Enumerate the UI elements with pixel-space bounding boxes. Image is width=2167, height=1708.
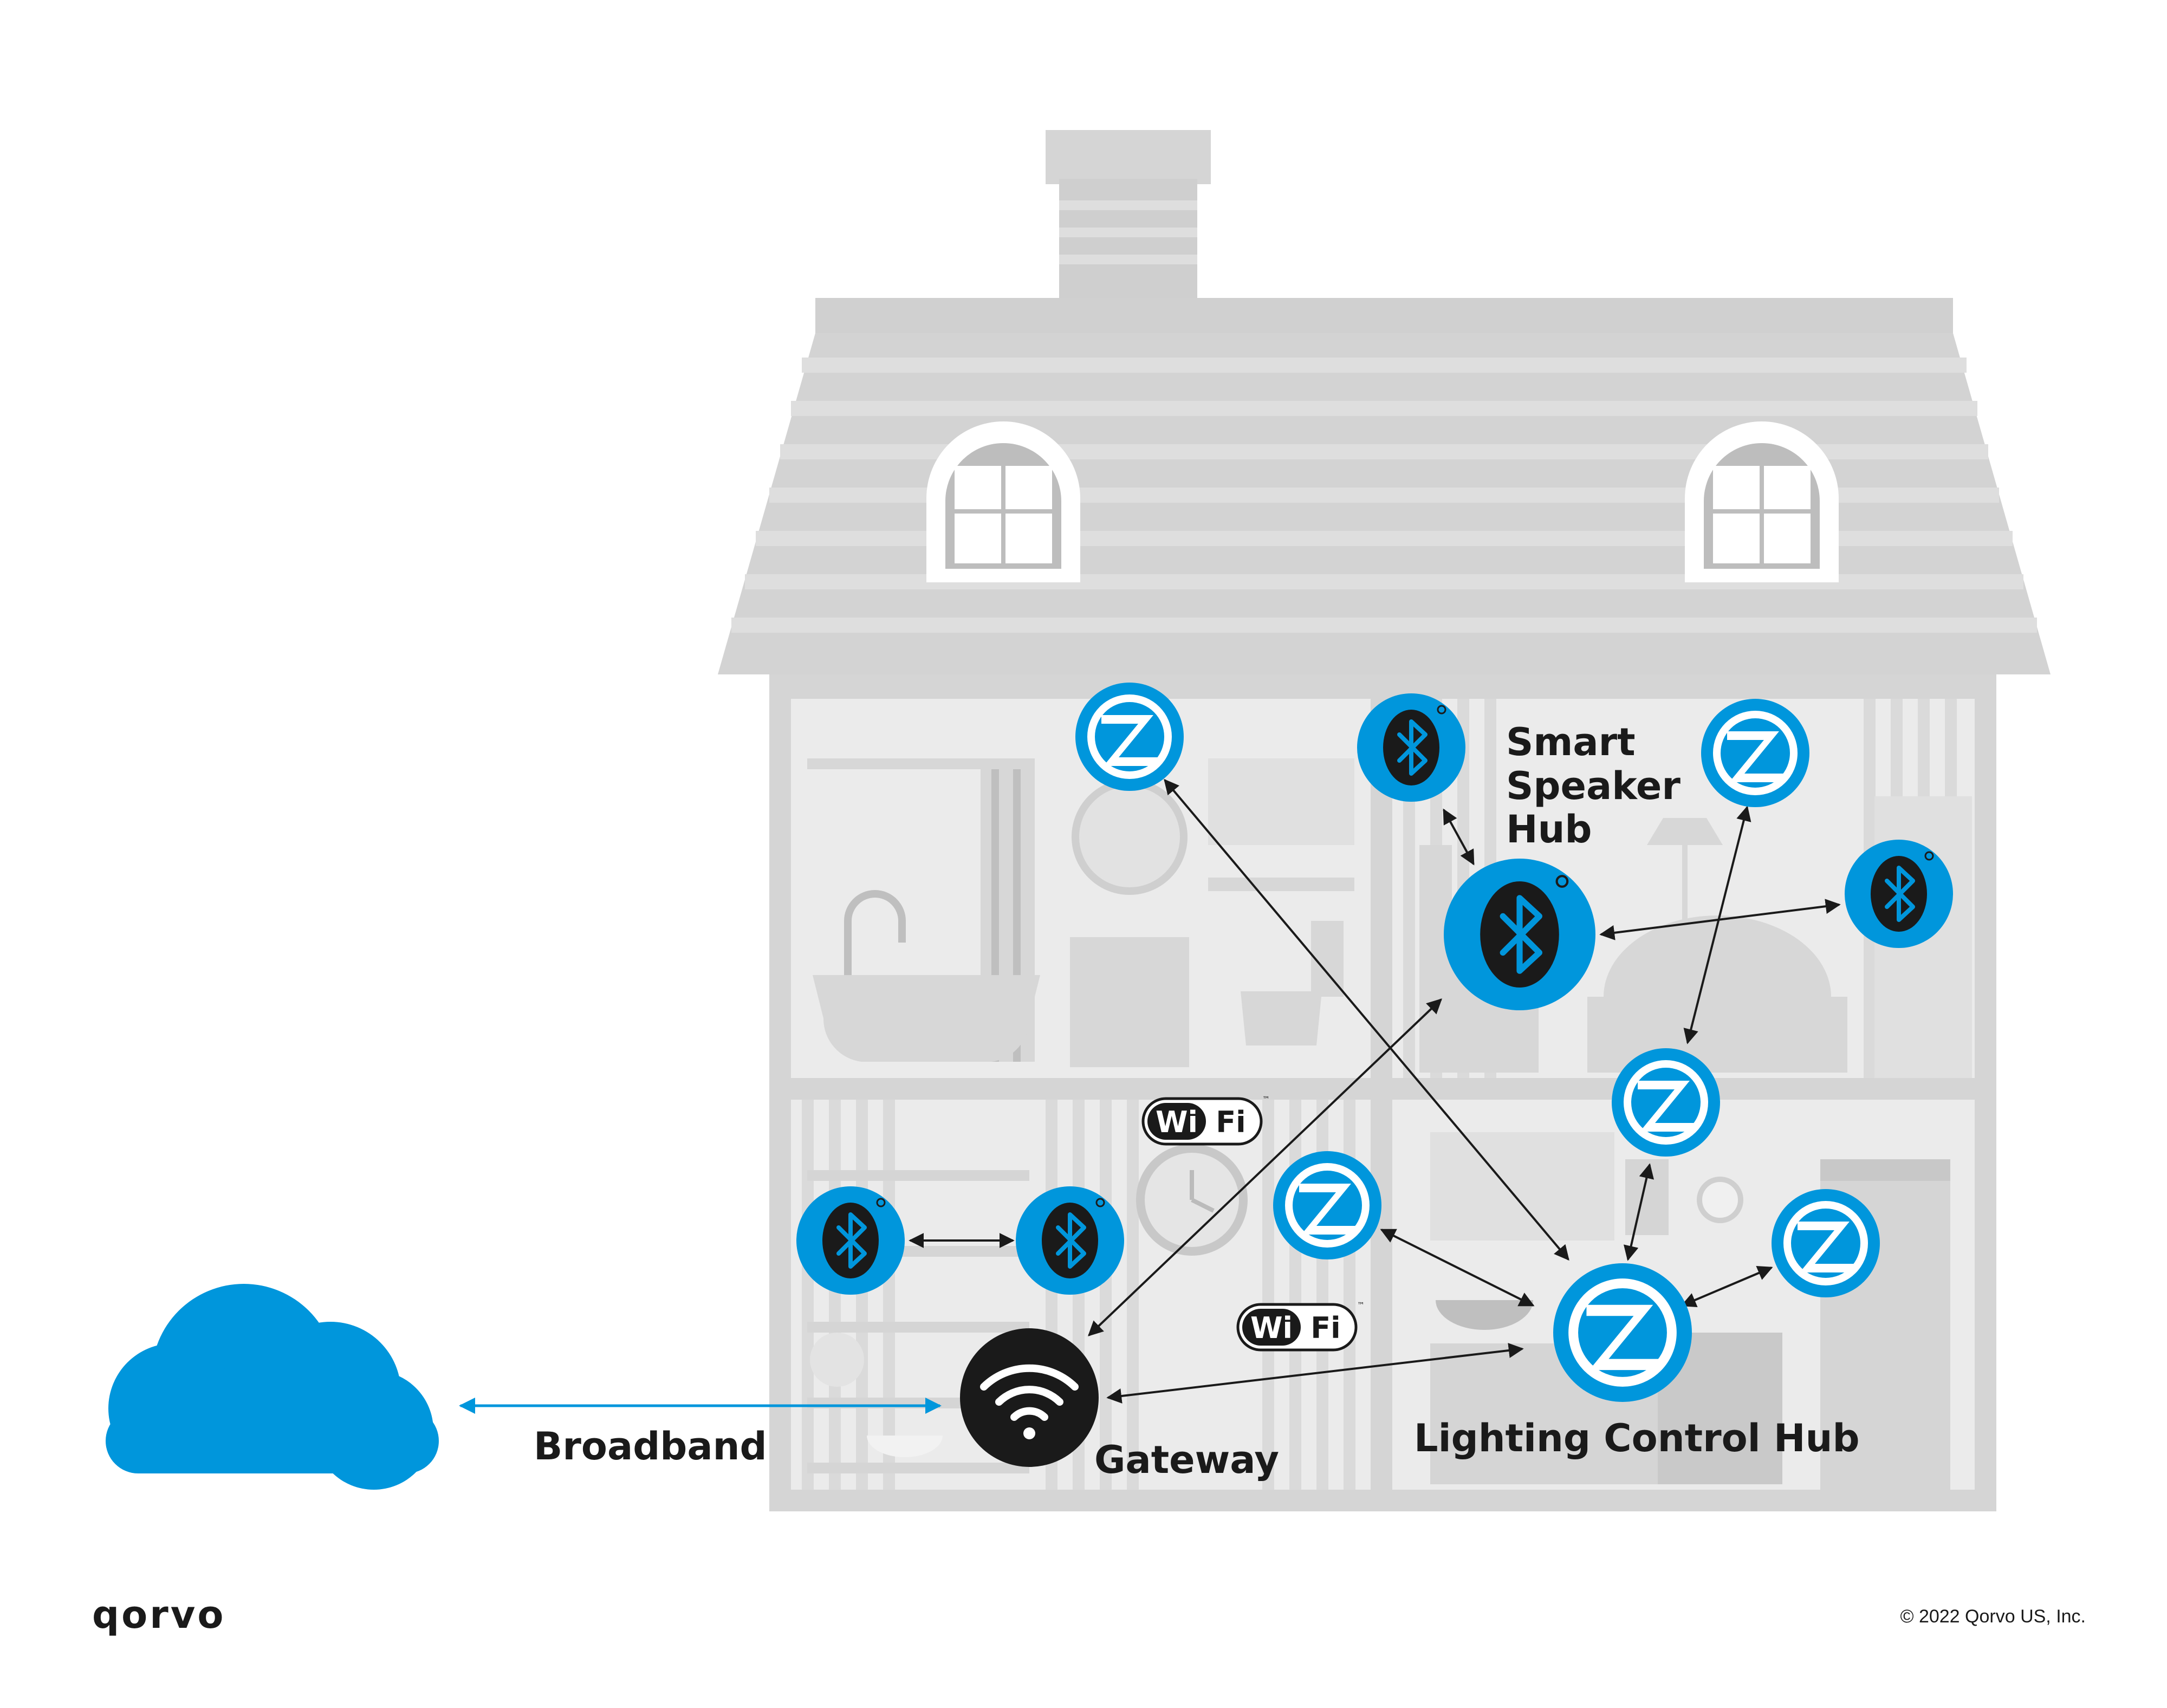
wifi-badge-lower-tm: ™ bbox=[1357, 1301, 1365, 1310]
label-smart-speaker-hub-line2: Speaker bbox=[1506, 763, 1681, 808]
cloud-icon bbox=[106, 1284, 439, 1490]
connection-lines bbox=[459, 778, 1841, 1414]
bluetooth-icon-bedroom bbox=[1357, 693, 1465, 802]
link-zigbee-right-lighting bbox=[1681, 1265, 1773, 1308]
wifi-badge-upper: Wi Fi ™ bbox=[1141, 1095, 1270, 1146]
label-smart-speaker-hub-line3: Hub bbox=[1506, 807, 1592, 852]
link-bt-bedroom-speaker bbox=[1443, 808, 1475, 866]
link-gateway-lighting bbox=[1106, 1343, 1524, 1404]
wifi-badge-upper-tm: ™ bbox=[1262, 1095, 1270, 1104]
wifi-badge-upper-fi: Fi bbox=[1216, 1105, 1245, 1139]
chimney-cap bbox=[1046, 130, 1211, 184]
link-zigbee-bedroom-kitchen bbox=[1683, 806, 1751, 1044]
wifi-badge-upper-wi: Wi bbox=[1156, 1105, 1198, 1139]
wifi-badge-lower-fi: Fi bbox=[1310, 1311, 1340, 1345]
wifi-badge-lower: Wi Fi ™ bbox=[1236, 1301, 1365, 1352]
roof-ridge bbox=[815, 298, 1953, 333]
qorvo-logo: qorvo bbox=[92, 1593, 226, 1637]
link-zigbee-kitchen-lighting bbox=[1623, 1163, 1655, 1261]
label-smart-speaker-hub: Smart Speaker Hub bbox=[1506, 720, 1681, 852]
zigbee-icon-bathroom bbox=[1075, 683, 1184, 791]
wifi-badge-lower-wi: Wi bbox=[1250, 1311, 1293, 1345]
copyright-notice: © 2022 Qorvo US, Inc. bbox=[1900, 1606, 2086, 1627]
link-zigbee-living-lighting bbox=[1380, 1229, 1535, 1307]
gateway-wifi-icon bbox=[960, 1328, 1099, 1467]
label-gateway: Gateway bbox=[1094, 1438, 1280, 1482]
chimney bbox=[1059, 179, 1197, 303]
zigbee-icon-lighting-control-hub bbox=[1553, 1263, 1692, 1402]
zigbee-icon-living bbox=[1273, 1151, 1381, 1259]
label-smart-speaker-hub-line1: Smart bbox=[1506, 720, 1636, 764]
zigbee-icon-kitchen-right bbox=[1772, 1189, 1880, 1297]
label-broadband: Broadband bbox=[534, 1424, 767, 1469]
bluetooth-icon-living-right bbox=[1016, 1186, 1124, 1295]
house-illustration bbox=[718, 130, 2051, 1511]
bluetooth-icon-bedroom-right bbox=[1845, 840, 1953, 948]
label-lighting-control-hub: Lighting Control Hub bbox=[1414, 1416, 1860, 1460]
bluetooth-icon-smart-speaker-hub bbox=[1444, 859, 1595, 1010]
link-zigbee-top-lighting bbox=[1164, 778, 1569, 1261]
dormer-window-right bbox=[1685, 421, 1839, 582]
zigbee-icon-kitchen bbox=[1612, 1048, 1720, 1157]
zigbee-icon-bedroom bbox=[1701, 699, 1809, 807]
bluetooth-icon-living-left bbox=[796, 1186, 905, 1295]
dormer-window-left bbox=[926, 421, 1080, 582]
